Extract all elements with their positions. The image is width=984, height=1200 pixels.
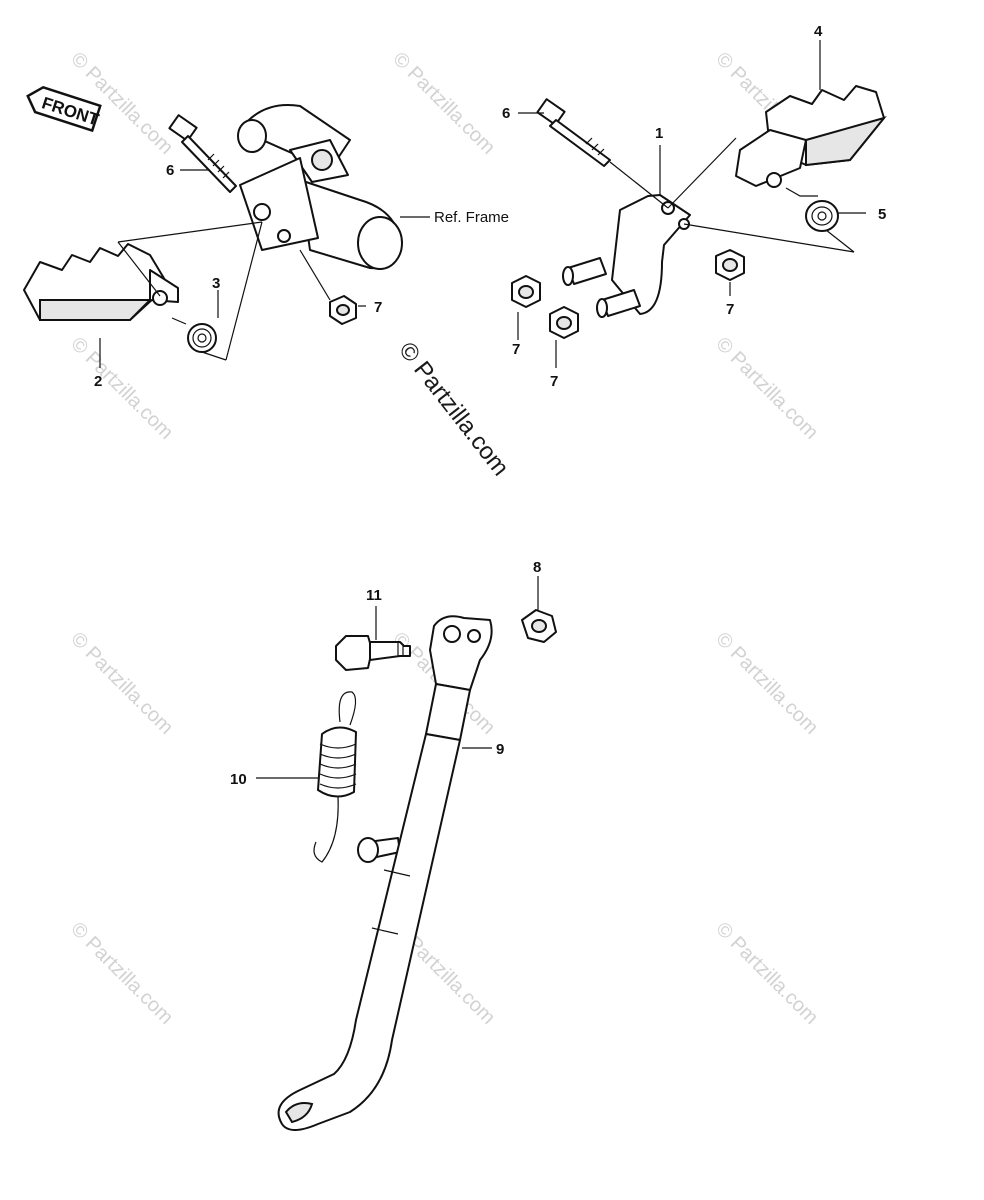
right-leaders [517, 40, 866, 368]
nut-7-a [511, 275, 541, 308]
nut-7-c [715, 249, 745, 281]
watermark-9: © Partzilla.com [66, 918, 177, 1029]
watermark-5: © Partzilla.com [711, 333, 822, 444]
callout-1: 1 [655, 125, 663, 142]
callout-10: 10 [230, 771, 247, 788]
bottom-leaders [256, 576, 539, 779]
bolt-6-right [536, 98, 611, 167]
callout-4: 4 [814, 23, 823, 40]
callout-7-b: 7 [550, 373, 558, 390]
footpeg-4 [735, 85, 887, 188]
footpeg-2 [23, 243, 179, 321]
callout-11: 11 [366, 587, 382, 604]
callout-6-left: 6 [166, 162, 174, 179]
stud-upper [562, 257, 607, 286]
callout-numbers: 1 2 3 4 5 6 6 7 7 7 7 8 9 10 11 [94, 23, 886, 788]
watermarks: © Partzilla.com © Partzilla.com © Partzi… [66, 48, 822, 1029]
callout-3: 3 [212, 275, 220, 292]
watermark-6: © Partzilla.com [66, 628, 177, 739]
nut-7-b [549, 306, 579, 339]
bolt-6-left [168, 114, 237, 193]
nut-7-left [329, 295, 357, 325]
callout-6-right: 6 [502, 105, 510, 122]
spring-3 [171, 317, 217, 353]
callout-2: 2 [94, 373, 102, 390]
watermark-11: © Partzilla.com [711, 918, 822, 1029]
callout-9: 9 [496, 741, 504, 758]
watermark-2: © Partzilla.com [388, 48, 499, 159]
stud-lower [596, 289, 641, 318]
nut-8 [521, 609, 557, 643]
callout-5: 5 [878, 206, 886, 223]
watermark-8: © Partzilla.com [711, 628, 822, 739]
front-arrow-badge: FRONT [26, 85, 102, 133]
spring-10 [313, 691, 357, 863]
bolt-11 [335, 635, 411, 671]
callout-7-left: 7 [374, 299, 382, 316]
left-leaders [99, 169, 430, 368]
spring-5 [785, 187, 839, 232]
callout-7-c: 7 [726, 301, 734, 318]
left-frame-bracket [237, 104, 403, 270]
watermark-center: © Partzilla.com [393, 337, 514, 481]
callout-7-a: 7 [512, 341, 520, 358]
side-stand-9 [277, 615, 493, 1131]
watermark-4: © Partzilla.com [66, 333, 177, 444]
stand-pin [357, 837, 401, 863]
ref-frame-label: Ref. Frame [434, 209, 509, 226]
callout-8: 8 [533, 559, 541, 576]
